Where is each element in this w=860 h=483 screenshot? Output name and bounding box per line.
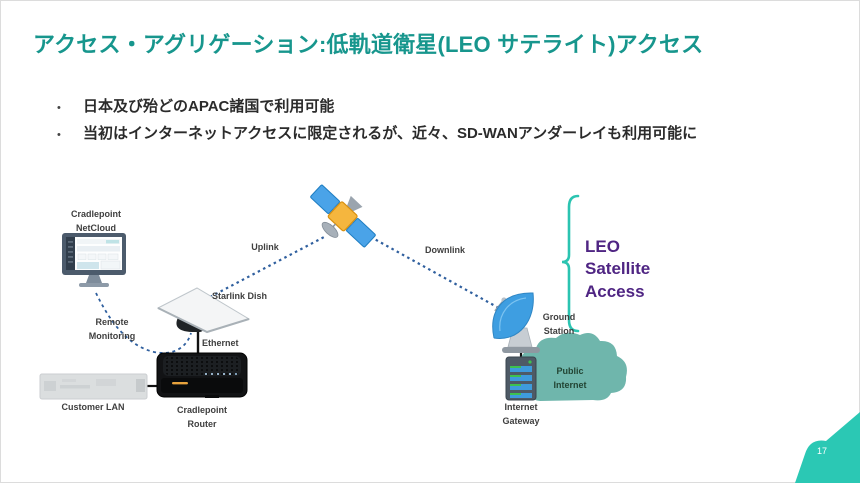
page-number: 17	[816, 446, 827, 456]
downlink-label: Downlink	[425, 245, 465, 255]
cloud-icon	[517, 332, 627, 401]
flat-dish-icon	[156, 287, 251, 334]
public-internet-label: Public Internet	[553, 366, 587, 390]
internet-gateway-label: Internet Gateway	[502, 402, 540, 426]
bullet-text: 日本及び殆どのAPAC諸国で利用可能	[83, 98, 335, 115]
corner-decoration	[795, 412, 860, 483]
server-icon	[505, 356, 537, 401]
uplink-line	[209, 235, 327, 298]
rack-appliance-icon	[39, 373, 148, 400]
bullet-marker: •	[57, 129, 61, 141]
satellite-icon	[310, 184, 376, 248]
parabolic-dish-icon	[492, 292, 540, 353]
bullet-item: • 日本及び殆どのAPAC諸国で利用可能	[55, 94, 755, 121]
ethernet-label: Ethernet	[202, 338, 239, 348]
remote-monitoring-line	[95, 292, 192, 354]
bullet-marker: •	[57, 102, 61, 114]
monitor-dashboard-icon	[62, 233, 126, 287]
starlink-dish-label: Starlink Dish	[212, 291, 268, 301]
brace-icon	[561, 194, 580, 333]
downlink-line	[359, 230, 507, 313]
customer-lan-label: Customer LAN	[61, 402, 125, 412]
bullet-item: • 当初はインターネットアクセスに限定されるが、近々、SD-WANアンダーレイも…	[55, 121, 755, 148]
leo-satellite-access-callout: LEO Satellite Access	[585, 237, 651, 301]
slide-title: アクセス・アグリゲーション:低軌道衛星(LEO サテライト)アクセス	[33, 32, 704, 57]
bullet-list: • 日本及び殆どのAPAC諸国で利用可能 • 当初はインターネットアクセスに限定…	[55, 94, 755, 148]
remote-monitoring-label: Remote Monitoring	[88, 317, 136, 341]
router-icon	[156, 352, 248, 398]
uplink-label: Uplink	[251, 242, 279, 252]
ground-station-label: Ground Station	[542, 312, 576, 336]
router-label: Cradlepoint Router	[176, 405, 227, 429]
bullet-text: 当初はインターネットアクセスに限定されるが、近々、SD-WANアンダーレイも利用…	[83, 125, 698, 142]
netcloud-label: Cradlepoint NetCloud	[70, 209, 121, 233]
